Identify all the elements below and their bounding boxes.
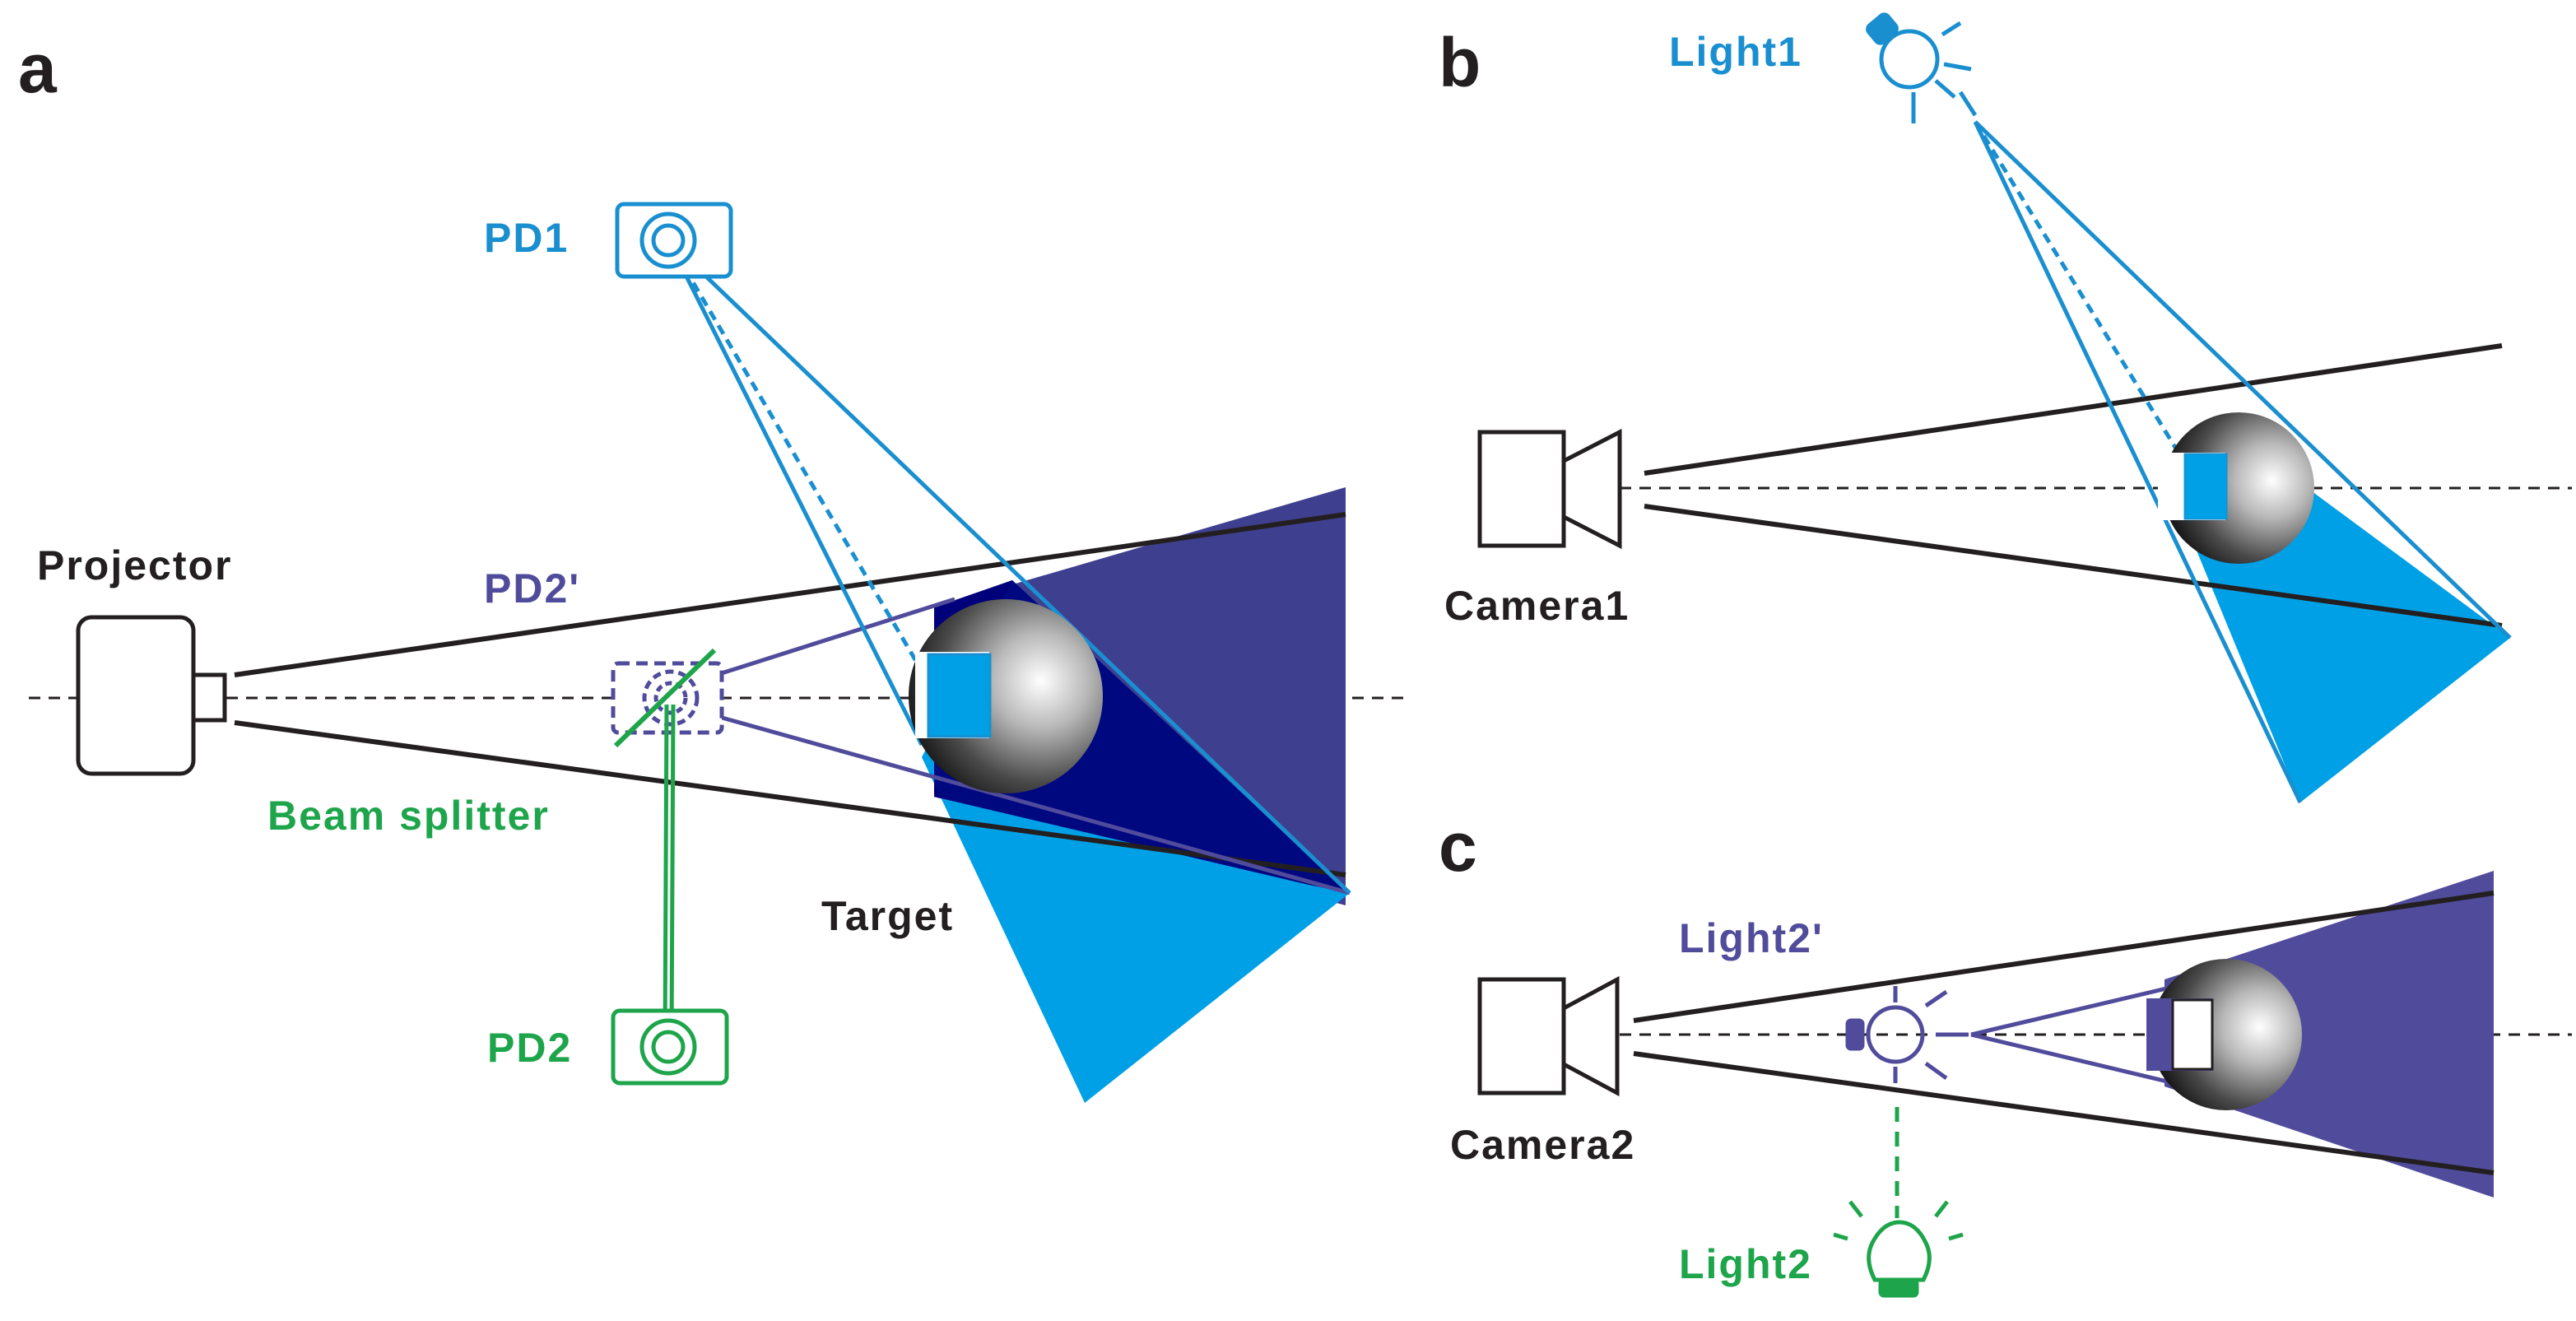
panel-b: b Camera1: [1439, 12, 2572, 804]
pd2-prime-label: PD2': [484, 565, 580, 612]
beam-splitter-label: Beam splitter: [267, 793, 550, 839]
panel-a: a Projector: [18, 30, 1411, 1103]
camera2-fov-upper: [1633, 891, 2495, 1023]
camera1-fov-upper: [1644, 343, 2503, 476]
light2-label: Light2: [1679, 1241, 1812, 1287]
panel-a-letter: a: [18, 30, 58, 107]
target-sphere: [909, 599, 1103, 793]
pd1-label: PD1: [484, 215, 569, 261]
light2-prime-label: Light2': [1679, 915, 1824, 961]
projector-fov-lower: [234, 720, 1346, 877]
light1-ray-center: [1973, 120, 2216, 512]
panel-c-letter: c: [1439, 808, 1477, 886]
pd2-ray-2: [669, 704, 676, 1040]
projector-label: Projector: [37, 542, 233, 588]
light1-label: Light1: [1669, 29, 1802, 75]
camera2-fov-lower: [1633, 1051, 2495, 1175]
pd2-prime-ray-lower: [674, 702, 1351, 895]
camera2-label: Camera2: [1450, 1122, 1635, 1168]
target-label: Target: [821, 893, 954, 939]
pd2-detector: [611, 1008, 729, 1086]
pd1-ray-center: [666, 239, 965, 742]
light1-ray-right: [1974, 120, 2512, 640]
beam-splitter: [613, 648, 717, 748]
light2-prime-cone: [2164, 871, 2494, 1198]
camera1-fov-lower: [1644, 504, 2503, 628]
pd1-detector: [615, 202, 733, 279]
panel-c: c Camera2 L: [1439, 808, 2572, 1298]
panel-b-letter: b: [1439, 24, 1481, 101]
light2-prime-bulb-icon: [1845, 986, 1969, 1083]
camera1-device: [1477, 428, 1622, 550]
projector-device: [76, 615, 227, 776]
target-sphere-b: [2158, 412, 2314, 564]
pd2-label: PD2: [487, 1025, 572, 1071]
camera2-device: [1477, 975, 1620, 1097]
pd2-ray-1: [663, 704, 669, 1040]
target-sphere-c: [2146, 959, 2302, 1110]
light1-bulb-icon: [1866, 12, 1978, 123]
light1-ray-left: [1973, 120, 2303, 804]
projector-fov-upper: [234, 512, 1346, 677]
light2-bulb-icon: [1833, 1200, 1964, 1298]
camera1-label: Camera1: [1444, 583, 1630, 629]
pd1-ray-right: [667, 239, 1351, 895]
pd1-ray-left: [666, 239, 924, 747]
